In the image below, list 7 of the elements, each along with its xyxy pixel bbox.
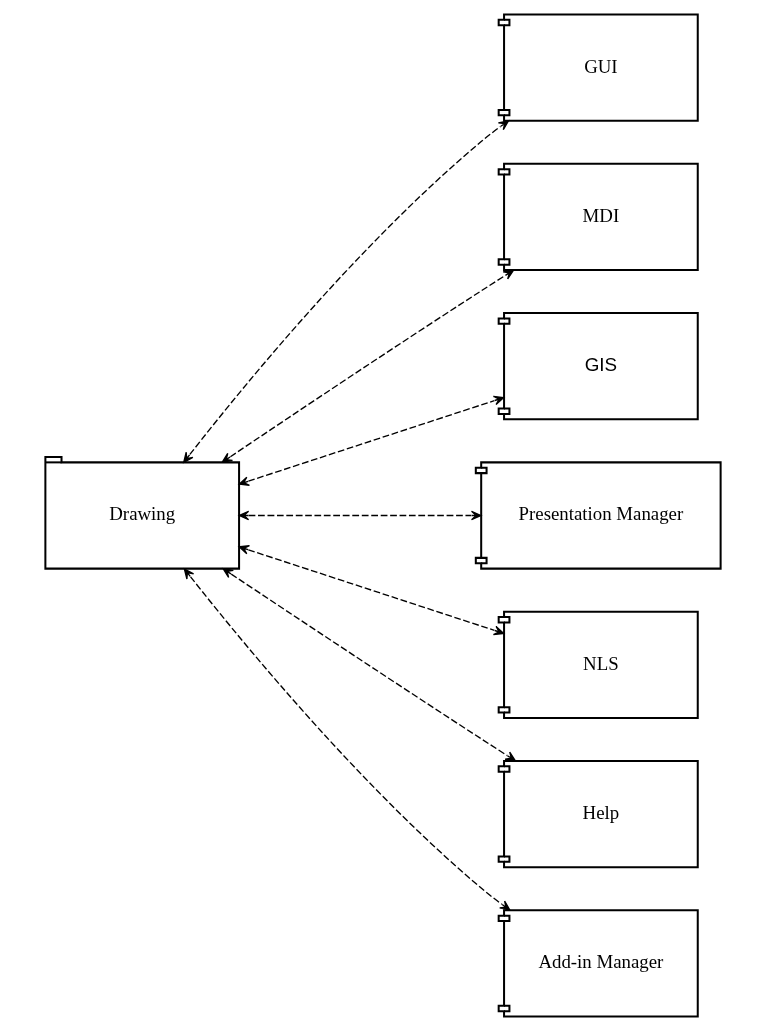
arrow [238,510,482,520]
arrow [183,567,510,911]
arrow [221,269,514,463]
arrow [238,395,504,486]
arrow [238,544,504,635]
arrow [182,119,509,463]
arrow [221,567,516,761]
